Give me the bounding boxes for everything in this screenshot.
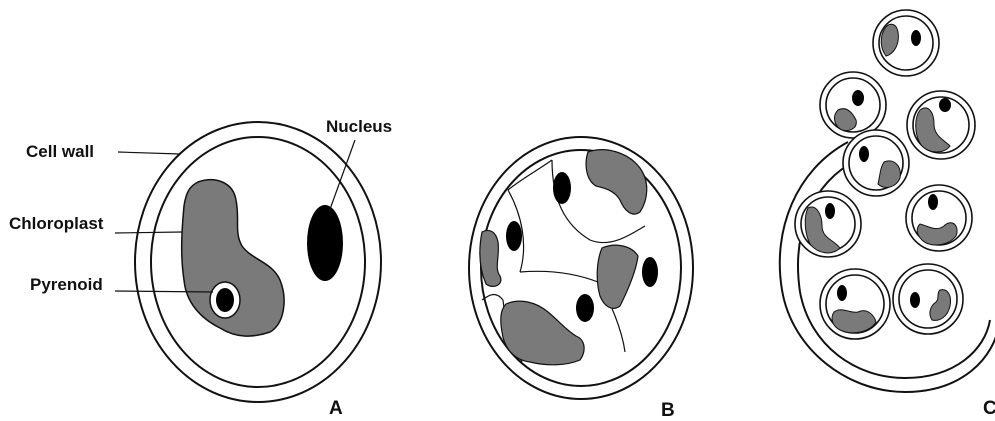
label-pyrenoid: Pyrenoid: [30, 275, 103, 294]
cell-wall-leader: [118, 152, 180, 154]
label-cell-wall: Cell wall: [26, 142, 94, 161]
cell-b-nucleus-4: [576, 294, 594, 322]
cell-a-nucleus: [307, 205, 343, 281]
daughter-cell-4: [843, 130, 909, 196]
cell-b: [469, 137, 693, 399]
panel-label-b: B: [661, 400, 675, 421]
daughter-cell-6: [906, 185, 972, 251]
label-nucleus: Nucleus: [326, 117, 392, 136]
daughter-cell-5: [795, 191, 861, 257]
cell-a: [115, 122, 381, 402]
cell-a-pyrenoid: [216, 288, 234, 312]
daughter-cell-7: [820, 269, 890, 339]
cell-b-nucleus-1: [553, 172, 571, 204]
daughter-cell-3: [907, 91, 975, 159]
cell-b-nucleus-3: [642, 257, 658, 287]
daughter-cell-1: [873, 10, 939, 76]
cell-b-nucleus-2: [506, 221, 522, 251]
daughter-cell-8: [893, 264, 963, 334]
daughter-cell-2: [820, 72, 886, 138]
label-chloroplast: Chloroplast: [9, 214, 104, 233]
cell-c: [780, 10, 995, 392]
panel-label-c: C: [983, 398, 995, 419]
panel-label-a: A: [329, 398, 343, 419]
